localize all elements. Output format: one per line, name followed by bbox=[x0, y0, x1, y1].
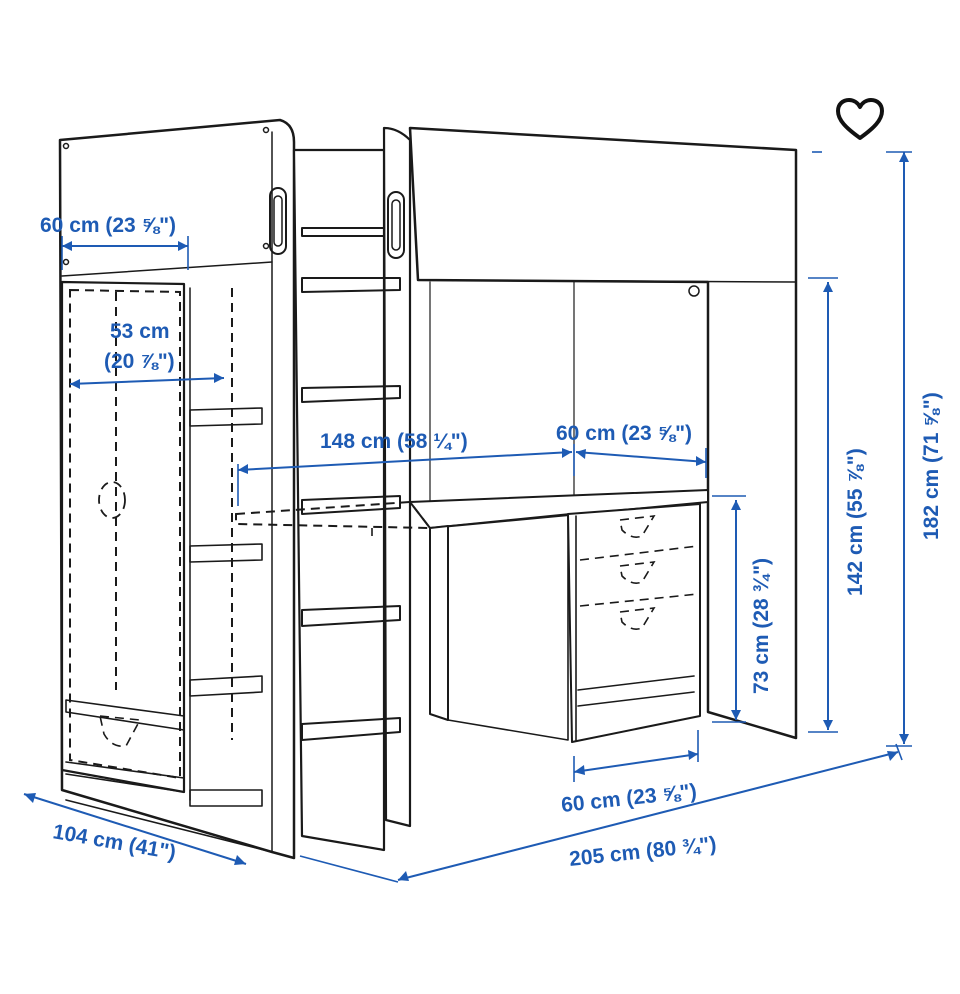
handle-slot-right bbox=[387, 191, 405, 259]
door-knob-icon bbox=[98, 481, 126, 519]
label-total-height: 182 cm (71 ⅝") bbox=[920, 392, 943, 540]
label-drawer-width: 60 cm (23 ⅝") bbox=[556, 422, 692, 445]
label-under-height: 142 cm (55 ⅞") bbox=[844, 448, 867, 596]
dimension-lines bbox=[23, 151, 912, 883]
favorite-button[interactable] bbox=[834, 96, 886, 144]
label-total-length: 205 cm (80 ¾") bbox=[568, 833, 717, 871]
handle-slot-left bbox=[269, 187, 287, 255]
label-total-width: 104 cm (41") bbox=[51, 820, 177, 864]
label-desk-width: 148 cm (58 ¼") bbox=[320, 430, 468, 453]
drawer-unit bbox=[567, 503, 701, 743]
left-end-panel bbox=[58, 118, 296, 860]
bed-illustration bbox=[58, 118, 798, 860]
ladder bbox=[292, 126, 412, 852]
bolt-icon bbox=[688, 285, 700, 297]
label-base-depth: 60 cm (23 ⅝") bbox=[560, 780, 698, 817]
label-desk-height: 73 cm (28 ¾") bbox=[750, 558, 773, 694]
label-wardrobe-width-line2: (20 ⅞") bbox=[104, 350, 175, 373]
label-top-depth: 60 cm (23 ⅝") bbox=[40, 214, 176, 237]
label-wardrobe-width-line1: 53 cm bbox=[110, 320, 170, 343]
heart-outline-icon bbox=[836, 98, 884, 140]
